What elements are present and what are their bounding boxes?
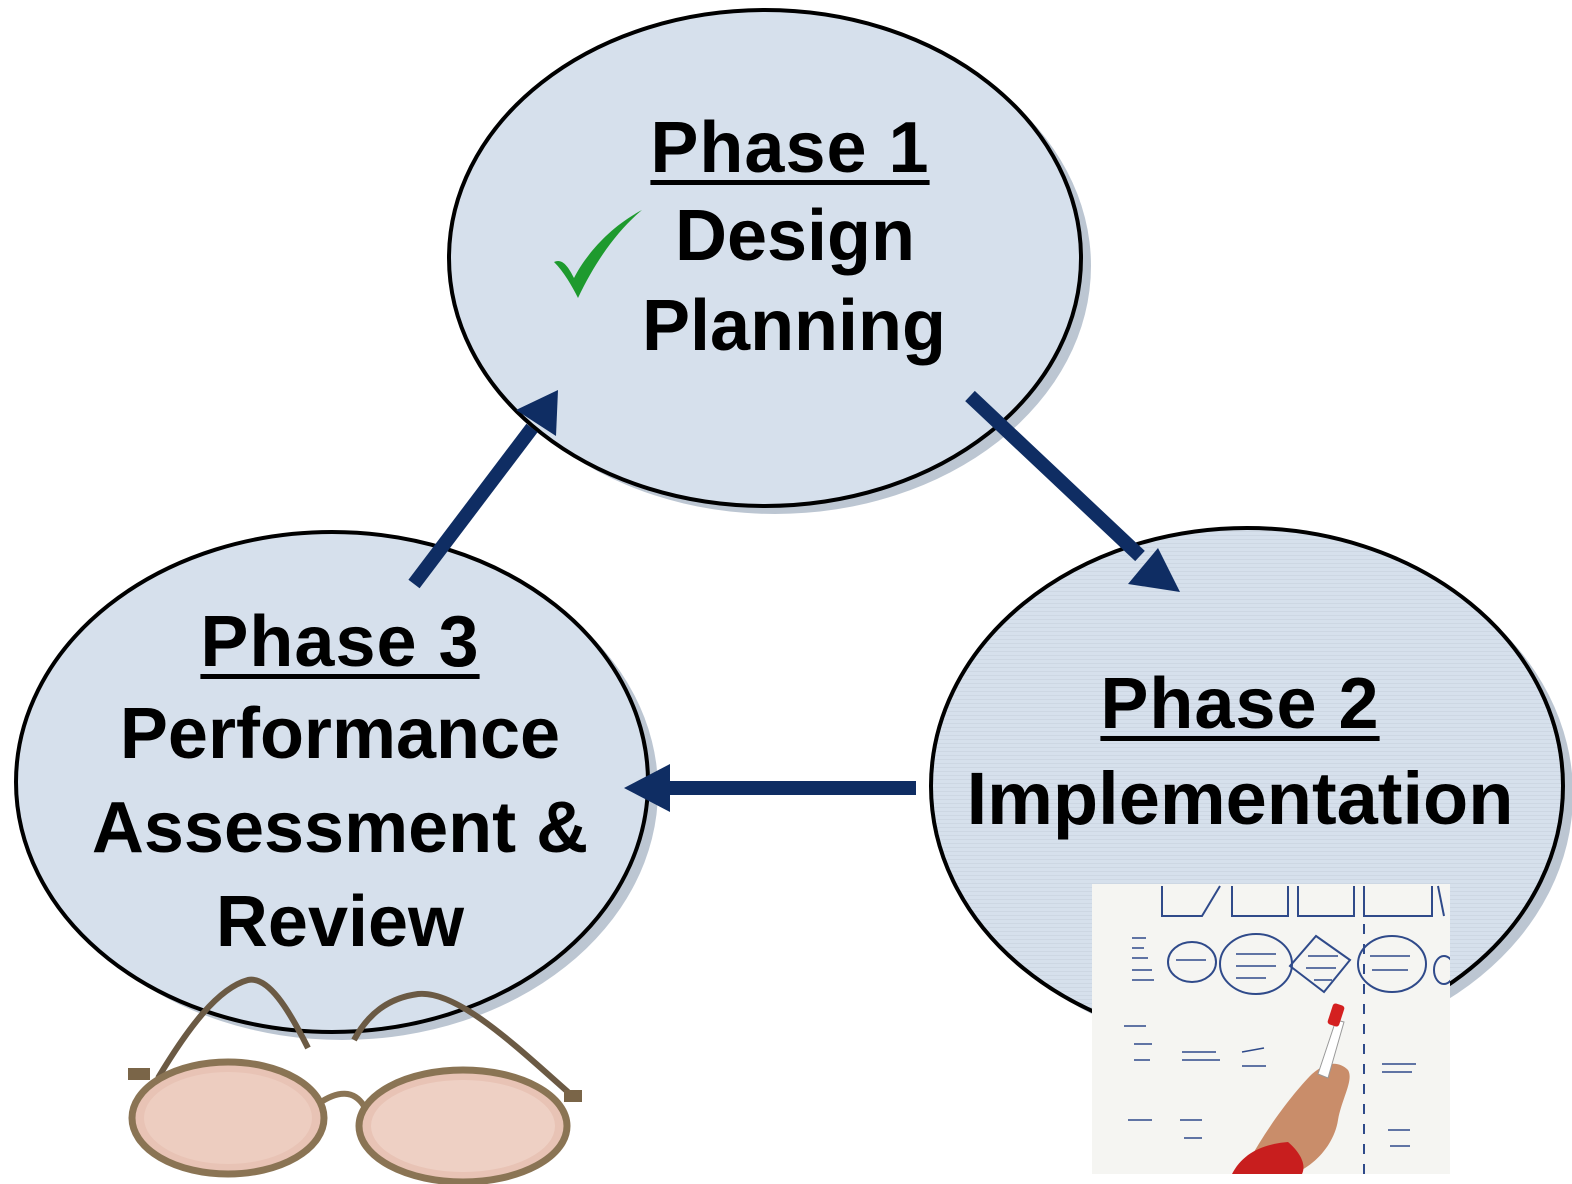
- checkmark-icon: [554, 210, 642, 298]
- phase-1-title: Phase 1: [650, 108, 930, 188]
- phase-2-line-1: Implementation: [966, 757, 1514, 840]
- phase-2-label-group: Phase 2 Implementation: [930, 668, 1550, 836]
- phase-2-title: Phase 2: [1100, 664, 1380, 744]
- phase-3-title: Phase 3: [200, 602, 480, 682]
- phase-3-node: [14, 530, 658, 1040]
- phase-1-line-2: Planning: [642, 286, 946, 366]
- phase-3-line-2: Assessment &: [91, 788, 589, 868]
- eyeglasses-photo: [128, 976, 582, 1184]
- whiteboard-sketch: [1092, 884, 1450, 1174]
- phase-3-line-3: Review: [215, 882, 465, 962]
- phase-3-label-group: Phase 3 Performance Assessment & Review: [40, 606, 640, 958]
- whiteboard-presentation-photo: [1092, 884, 1450, 1174]
- phase-3-line-1: Performance: [119, 694, 561, 774]
- phase-1-ellipse: [447, 8, 1083, 508]
- phase-1-node: [447, 8, 1091, 514]
- arrow-phase1-to-phase2: [965, 390, 1180, 592]
- arrow-phase3-to-phase1: [408, 390, 558, 589]
- arrow-phase2-to-phase3: [624, 764, 916, 812]
- phase-1-label-group: Phase 1 Design Planning: [560, 112, 1020, 362]
- phase-1-line-1: Design: [674, 196, 916, 276]
